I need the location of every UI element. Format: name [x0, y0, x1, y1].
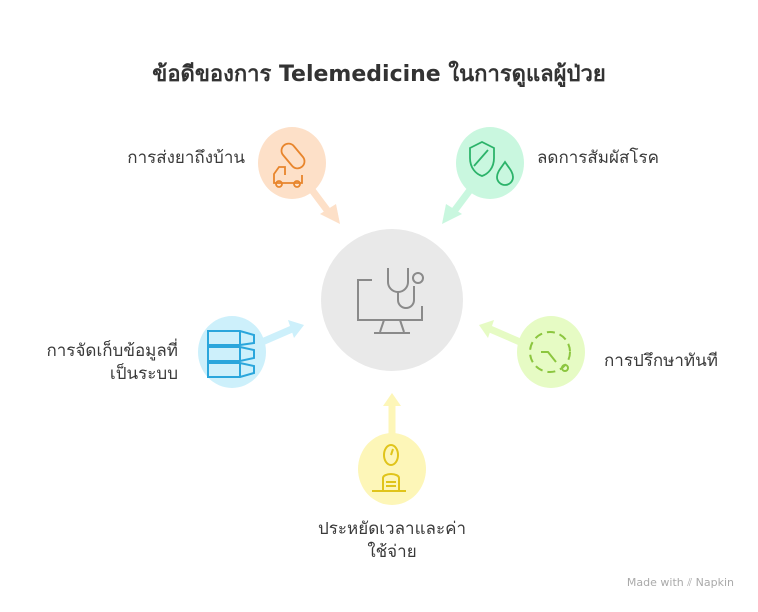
napkin-watermark: Made with ⫽ Napkin	[626, 576, 734, 589]
arrow-data	[260, 320, 304, 346]
arrow-exposure	[442, 187, 473, 224]
monitor-stethoscope-icon	[357, 268, 424, 334]
shield-drop-icon	[469, 140, 514, 186]
benefit-label-delivery: การส่งยาถึงบ้าน	[127, 148, 245, 168]
stacked-layers-icon	[207, 330, 255, 378]
center-circle	[321, 229, 463, 371]
savings-circle	[358, 433, 426, 505]
benefit-label-savings-line2: ใช้จ่าย	[367, 542, 417, 562]
benefit-label-exposure: ลดการสัมผัสโรค	[537, 148, 659, 168]
timer-desk-icon	[372, 444, 406, 492]
consult-circle	[517, 316, 585, 388]
page-title: ข้อดีของการ Telemedicine ในการดูแลผู้ป่ว…	[152, 62, 606, 87]
exposure-circle	[456, 127, 524, 199]
benefit-label-data-line1: การจัดเก็บข้อมูลที่	[46, 341, 178, 361]
arrow-consult	[479, 320, 522, 346]
benefit-label-consult: การปรึกษาทันที	[604, 351, 718, 371]
clock-icon	[529, 331, 571, 373]
benefit-label-savings: ประหยัดเวลาและค่า ใช้จ่าย	[272, 518, 512, 564]
benefit-label-data: การจัดเก็บข้อมูลที่ เป็นระบบ	[46, 340, 178, 386]
delivery-circle	[258, 127, 326, 199]
arrow-delivery	[309, 187, 340, 224]
benefit-label-data-line2: เป็นระบบ	[109, 364, 178, 384]
benefit-label-savings-line1: ประหยัดเวลาและค่า	[317, 519, 466, 539]
arrow-savings	[383, 393, 401, 435]
pill-truck-icon	[273, 142, 306, 188]
